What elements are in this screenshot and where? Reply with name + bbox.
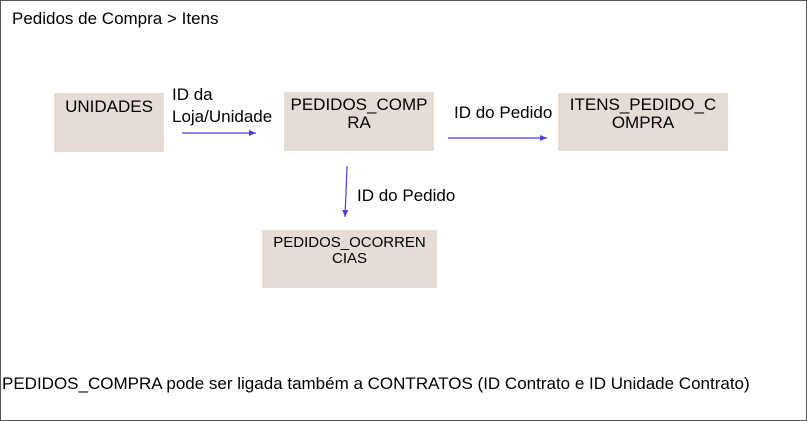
entity-pedidos-ocorrencias-label: PEDIDOS_OCORRENCIAS [273, 234, 426, 267]
relation-label-loja-unidade: ID da Loja/Unidade [172, 85, 273, 127]
entity-itens-pedido-compra-label: ITENS_PEDIDO_COMPRA [569, 95, 717, 132]
entity-unidades: UNIDADES [54, 93, 164, 152]
relation-label-pedido-itens: ID do Pedido [454, 103, 553, 122]
relation-label-pedido-ocorrencias: ID do Pedido [357, 186, 456, 205]
entity-pedidos-ocorrencias: PEDIDOS_OCORRENCIAS [262, 230, 437, 288]
entity-pedidos-compra: PEDIDOS_COMPRA [284, 92, 434, 151]
footer-note: PEDIDOS_COMPRA pode ser ligada também a … [2, 374, 750, 393]
entity-itens-pedido-compra: ITENS_PEDIDO_COMPRA [558, 93, 728, 151]
page-title: Pedidos de Compra > Itens [12, 9, 219, 28]
entity-unidades-label: UNIDADES [65, 97, 153, 116]
entity-pedidos-compra-label: PEDIDOS_COMPRA [290, 95, 428, 132]
